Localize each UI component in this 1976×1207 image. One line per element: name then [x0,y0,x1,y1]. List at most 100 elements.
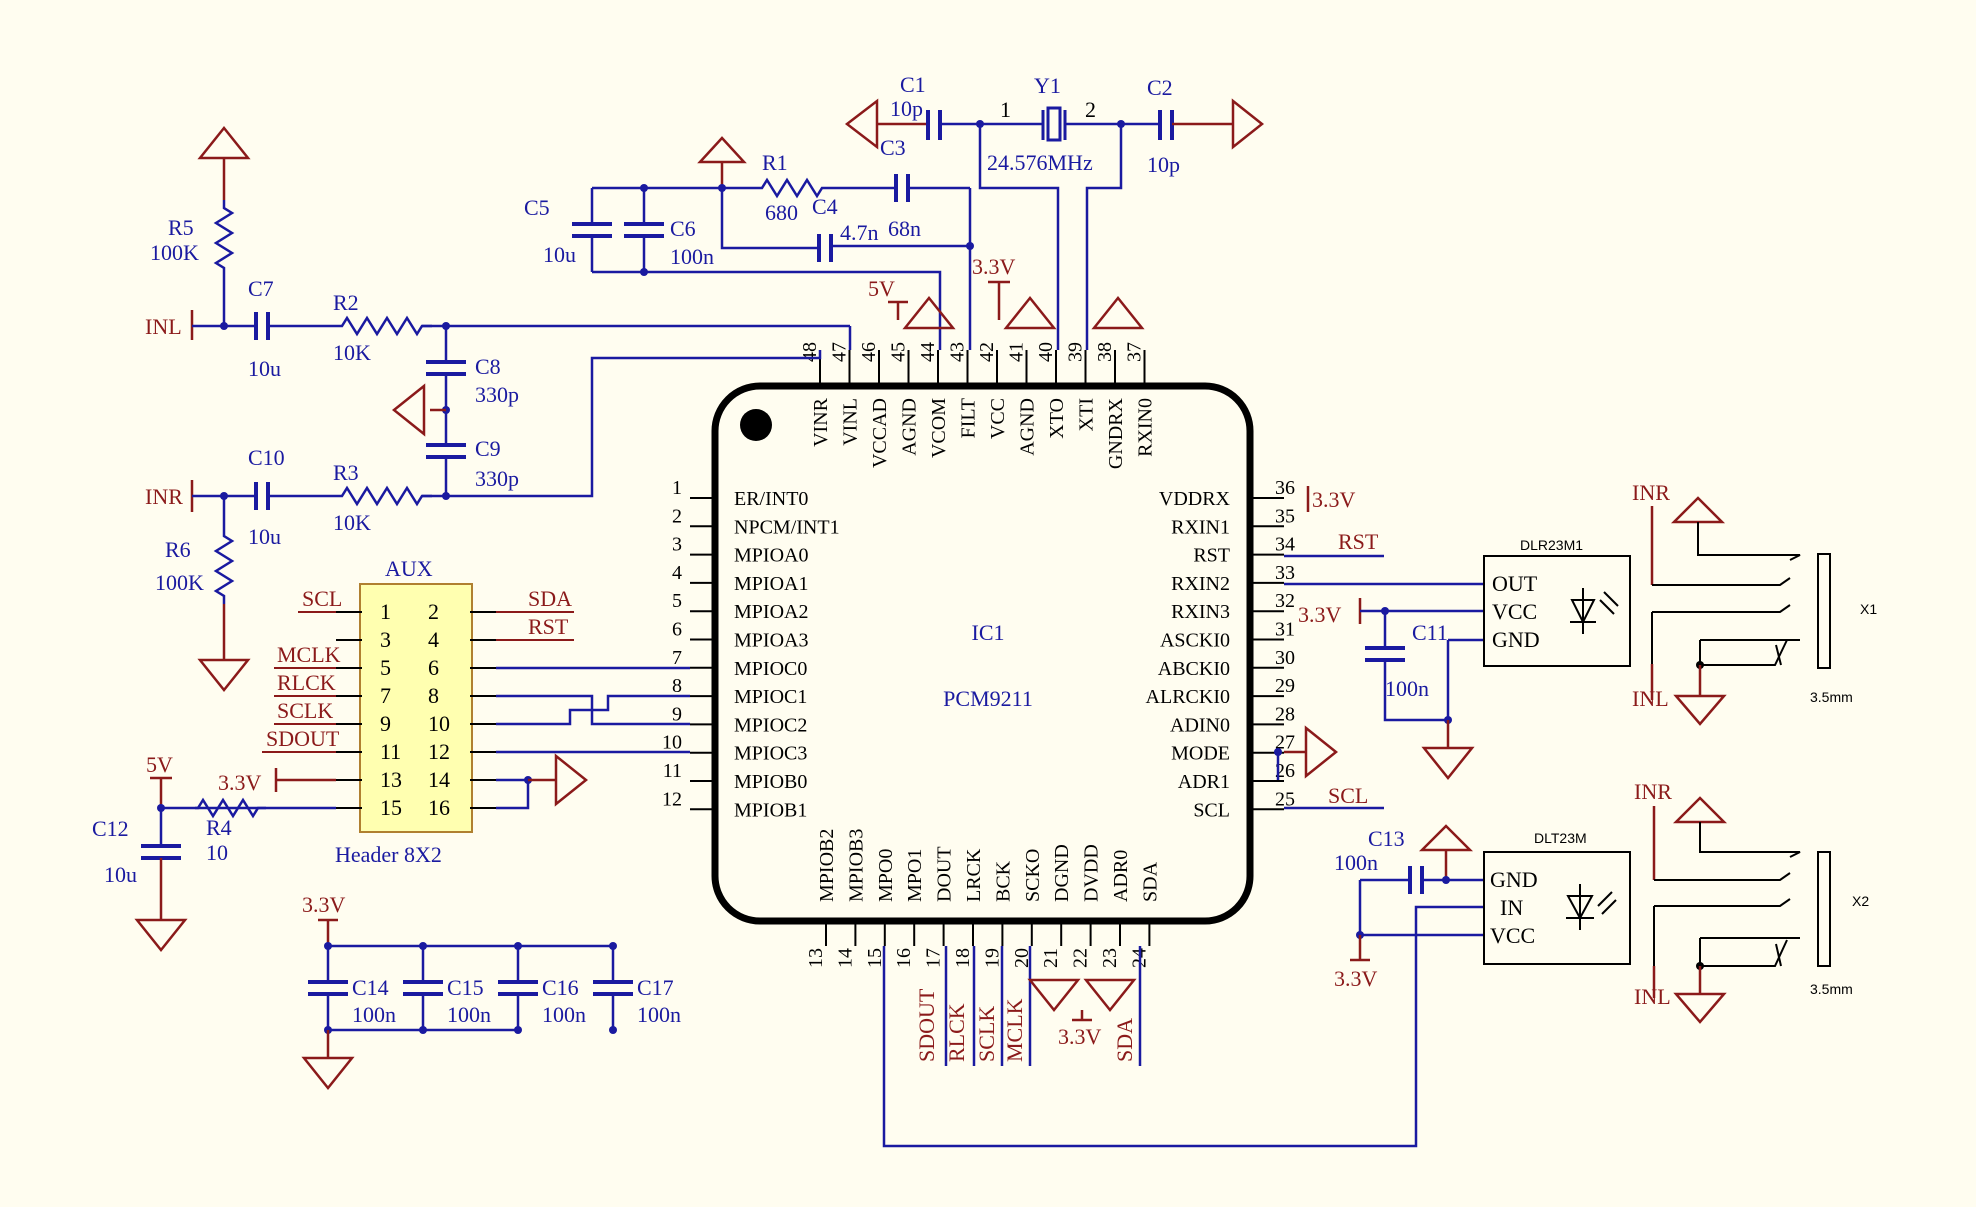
ic-left-pin-number: 6 [672,619,682,641]
x2-ref: X2 [1852,893,1869,909]
bank-cap-value: 100n [637,1002,681,1027]
ic-right-pin-number: 25 [1275,788,1295,810]
r6-ref: R6 [165,537,191,562]
receiver-name: DLR23M1 [1520,537,1583,553]
c10-value: 10u [248,524,281,549]
y1-pin2: 2 [1085,97,1096,122]
ic-left-pin-number: 8 [672,675,682,697]
header-left-pin-number: 7 [380,683,391,708]
optical-transmitter: DLT23M GND IN VCC [1483,830,1631,965]
x2-type: 3.5mm [1810,981,1853,997]
ic-right-pin-name: MODE [1171,743,1230,765]
bottom-net-labels: SDOUT RLCK SCLK MCLK SDA 3.3V [882,905,1484,1148]
ic-bottom-pin-name: MPIOB3 [845,829,867,902]
receiver-pin-out: OUT [1492,571,1538,596]
c9-ref: C9 [475,436,501,461]
ic-bottom-pin-number: 15 [864,948,886,968]
top-power-symbols: 5V 3.3V [868,254,1145,330]
net-rst: RST [1338,529,1379,554]
bank-cap-junction-top [514,942,522,950]
x2-inl-label: INL [1634,984,1671,1009]
c2-value: 10p [1147,152,1180,177]
bank-cap-junction-bottom [419,1026,427,1034]
x1-type: 3.5mm [1810,689,1853,705]
bank-cap-ref: C14 [352,975,389,1000]
ic-right-pin-number: 36 [1275,477,1295,499]
ic-left-pin-name: ER/INT0 [734,488,808,510]
filter-section: R1 680 C3 68n C4 4.7n C5 10u C6 100n [524,135,974,350]
ic-bottom-pin-number: 16 [893,948,915,968]
net-rlck: RLCK [944,1003,969,1062]
header-left-pin-number: 11 [380,739,401,764]
bank-cap-junction-top [419,942,427,950]
v33-label-c11: 3.3V [1298,602,1342,627]
ic-left-pin-number: 4 [672,562,682,584]
r5-ref: R5 [168,215,194,240]
inl-label: INL [145,314,182,339]
c11-ref: C11 [1412,620,1448,645]
ic-bottom-pin-name: MPIOB2 [816,829,838,902]
c7-ref: C7 [248,276,274,301]
header-left-pin-number: 13 [380,767,402,792]
bank-cap-ref: C15 [447,975,484,1000]
ic-right-pin-name: ASCKI0 [1160,630,1230,652]
y1-ref: Y1 [1034,73,1061,98]
bank-cap-value: 100n [447,1002,491,1027]
c4-value: 4.7n [840,220,879,245]
ic-right-pin-name: RXIN1 [1171,516,1230,538]
r4-ref: R4 [206,815,232,840]
ic-top-pin-name: RXIN0 [1135,398,1157,457]
ic-right-pin-name: RXIN3 [1171,601,1230,623]
transmitter-name: DLT23M [1534,830,1587,846]
v5-label-top: 5V [868,276,895,301]
receiver-pin-gnd: GND [1492,627,1540,652]
ic-top-pin-name: GNDRX [1105,397,1127,469]
ic-bottom-pin-name: DGND [1051,844,1073,902]
header-right-pin-number: 8 [428,683,439,708]
x2-inr-label: INR [1634,779,1672,804]
ic-right-pin-name: ADIN0 [1170,714,1230,736]
ic-top-pin-name: XTI [1076,398,1098,431]
v5-label-aux: 5V [146,752,173,777]
c11-value: 100n [1385,676,1429,701]
ic-left-pin-name: MPIOC3 [734,743,807,765]
ic-left-pin-number: 7 [672,647,682,669]
header-right-pin-number: 6 [428,655,439,680]
bank-cap-junction-bottom [514,1026,522,1034]
ic-top-pin-name: VCCAD [869,398,891,468]
ic-left-pin-name: NPCM/INT1 [734,516,840,538]
r4-value: 10 [206,840,228,865]
ic-top-pin-name: AGND [1017,398,1039,456]
header-right-pin-number: 14 [428,767,450,792]
ic-top-pin-number: 47 [829,342,851,362]
r1-value: 680 [765,200,798,225]
ic-left-pin-name: MPIOA2 [734,601,808,623]
ic-left-pin-name: MPIOA1 [734,573,808,595]
ic-right-pin-name: SCL [1193,799,1230,821]
ic-bottom-pin-number: 21 [1040,948,1062,968]
ic-top-pin-number: 44 [917,342,939,362]
header-left-pin-number: 3 [380,627,391,652]
bank-cap-junction-top [609,942,617,950]
ic-part-number: PCM9211 [943,686,1033,711]
r3-ref: R3 [333,460,359,485]
ic-bottom-pin-number: 19 [981,948,1003,968]
ic-top-pin-number: 39 [1065,342,1087,362]
ic-right-pin-name: RST [1193,545,1230,567]
ic-top-pin-number: 37 [1124,342,1146,362]
ic-top-pin-number: 41 [1006,342,1028,362]
c13-value: 100n [1334,850,1378,875]
c6-value: 100n [670,244,714,269]
ic-pcm9211: IC1 PCM9211 [711,382,1254,925]
ic-right-pin-number: 30 [1275,647,1295,669]
c13-ref: C13 [1368,826,1405,851]
header-right-pin-number: 10 [428,711,450,736]
ic-right-pin-name: ABCKI0 [1158,658,1230,680]
ic-top-pin-number: 43 [947,342,969,362]
ic-left-pin-number: 2 [672,505,682,527]
c2-ref: C2 [1147,75,1173,100]
ic-left-pin-name: MPIOA3 [734,630,808,652]
header-left-pin-number: 15 [380,795,402,820]
receiver-pin-vcc: VCC [1492,599,1537,624]
